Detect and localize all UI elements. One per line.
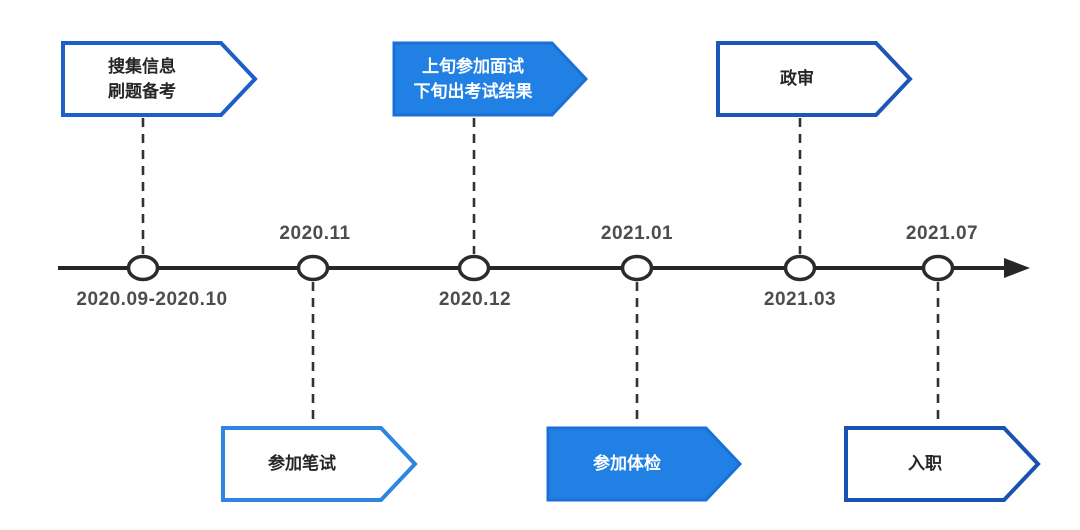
banner-medical-exam: 参加体检 [546,426,743,502]
timeline-node [296,254,330,282]
banner-prepare: 搜集信息 刷题备考 [61,41,258,117]
banner-political-review: 政审 [716,41,913,117]
timeline-date: 2020.09-2020.10 [76,289,228,310]
banner-label-line: 上旬参加面试 [422,56,524,76]
banner-label-line: 刷题备考 [108,82,176,101]
timeline-date: 2021.07 [905,223,979,244]
banner-label-line: 政审 [780,69,814,89]
arrow-banner-shape [716,41,913,117]
timeline-node [783,254,817,282]
banner-label: 政审 [716,41,878,117]
timeline-date: 2020.12 [438,289,512,310]
arrow-banner-shape [61,41,258,117]
timeline-date: 2021.01 [600,223,674,244]
banner-label: 参加笔试 [221,426,383,502]
banner-label-line: 参加笔试 [268,454,336,474]
arrow-banner-shape [844,426,1041,502]
timeline-node [126,254,160,282]
banner-written-test: 参加笔试 [221,426,418,502]
banner-label: 入职 [844,426,1006,502]
banner-label-line: 参加体检 [593,454,661,474]
arrow-banner-shape [392,41,589,117]
timeline-date: 2020.11 [279,223,351,244]
banner-label: 搜集信息 刷题备考 [61,41,223,117]
banner-onboarding: 入职 [844,426,1041,502]
timeline-node [457,254,491,282]
banner-label-line: 入职 [908,454,942,474]
banner-label: 上旬参加面试 下旬出考试结果 [392,41,554,117]
banner-label-line: 搜集信息 [108,56,176,76]
banner-interview: 上旬参加面试 下旬出考试结果 [392,41,589,117]
timeline-arrow-head-icon [1004,258,1030,278]
timeline-date: 2021.03 [763,289,837,310]
arrow-banner-shape [221,426,418,502]
timeline-node [921,254,955,282]
arrow-banner-shape [546,426,743,502]
timeline-node [620,254,654,282]
banner-label: 参加体检 [546,426,708,502]
banner-label-line: 下旬出考试结果 [413,82,533,101]
